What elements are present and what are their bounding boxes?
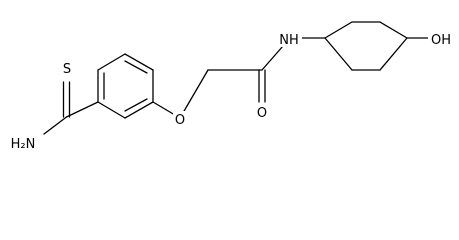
ring-bond-6 [97,101,126,119]
ring-bond-3-inner [124,60,148,74]
chemical-structure: S H₂N O O NH OH [4,21,454,152]
ring-bond-5-inner [124,98,148,112]
atom-labels: S H₂N O O NH OH [4,31,454,152]
ring-bond-2 [97,53,126,71]
ring-bond-5 [124,101,154,119]
bond-c-nh2 [43,116,68,135]
cyclohexane-bond-6 [324,37,353,71]
bond-c-ring [65,101,99,118]
cyclohexane-bond-3 [379,21,408,39]
ring-bond-3 [124,53,154,71]
carbonyl-oxygen-label: O [257,106,267,121]
sulfur-label: S [63,62,71,77]
amino-label: H₂N [11,137,36,152]
bonds [43,21,431,135]
cyclohexane-bond-4 [379,37,408,71]
ether-oxygen-label: O [175,113,185,128]
amide-nh-label: NH [279,33,299,48]
bond-o-ch2 [179,69,209,119]
hydroxyl-label: OH [431,33,451,48]
cyclohexane-bond-1 [324,21,353,39]
